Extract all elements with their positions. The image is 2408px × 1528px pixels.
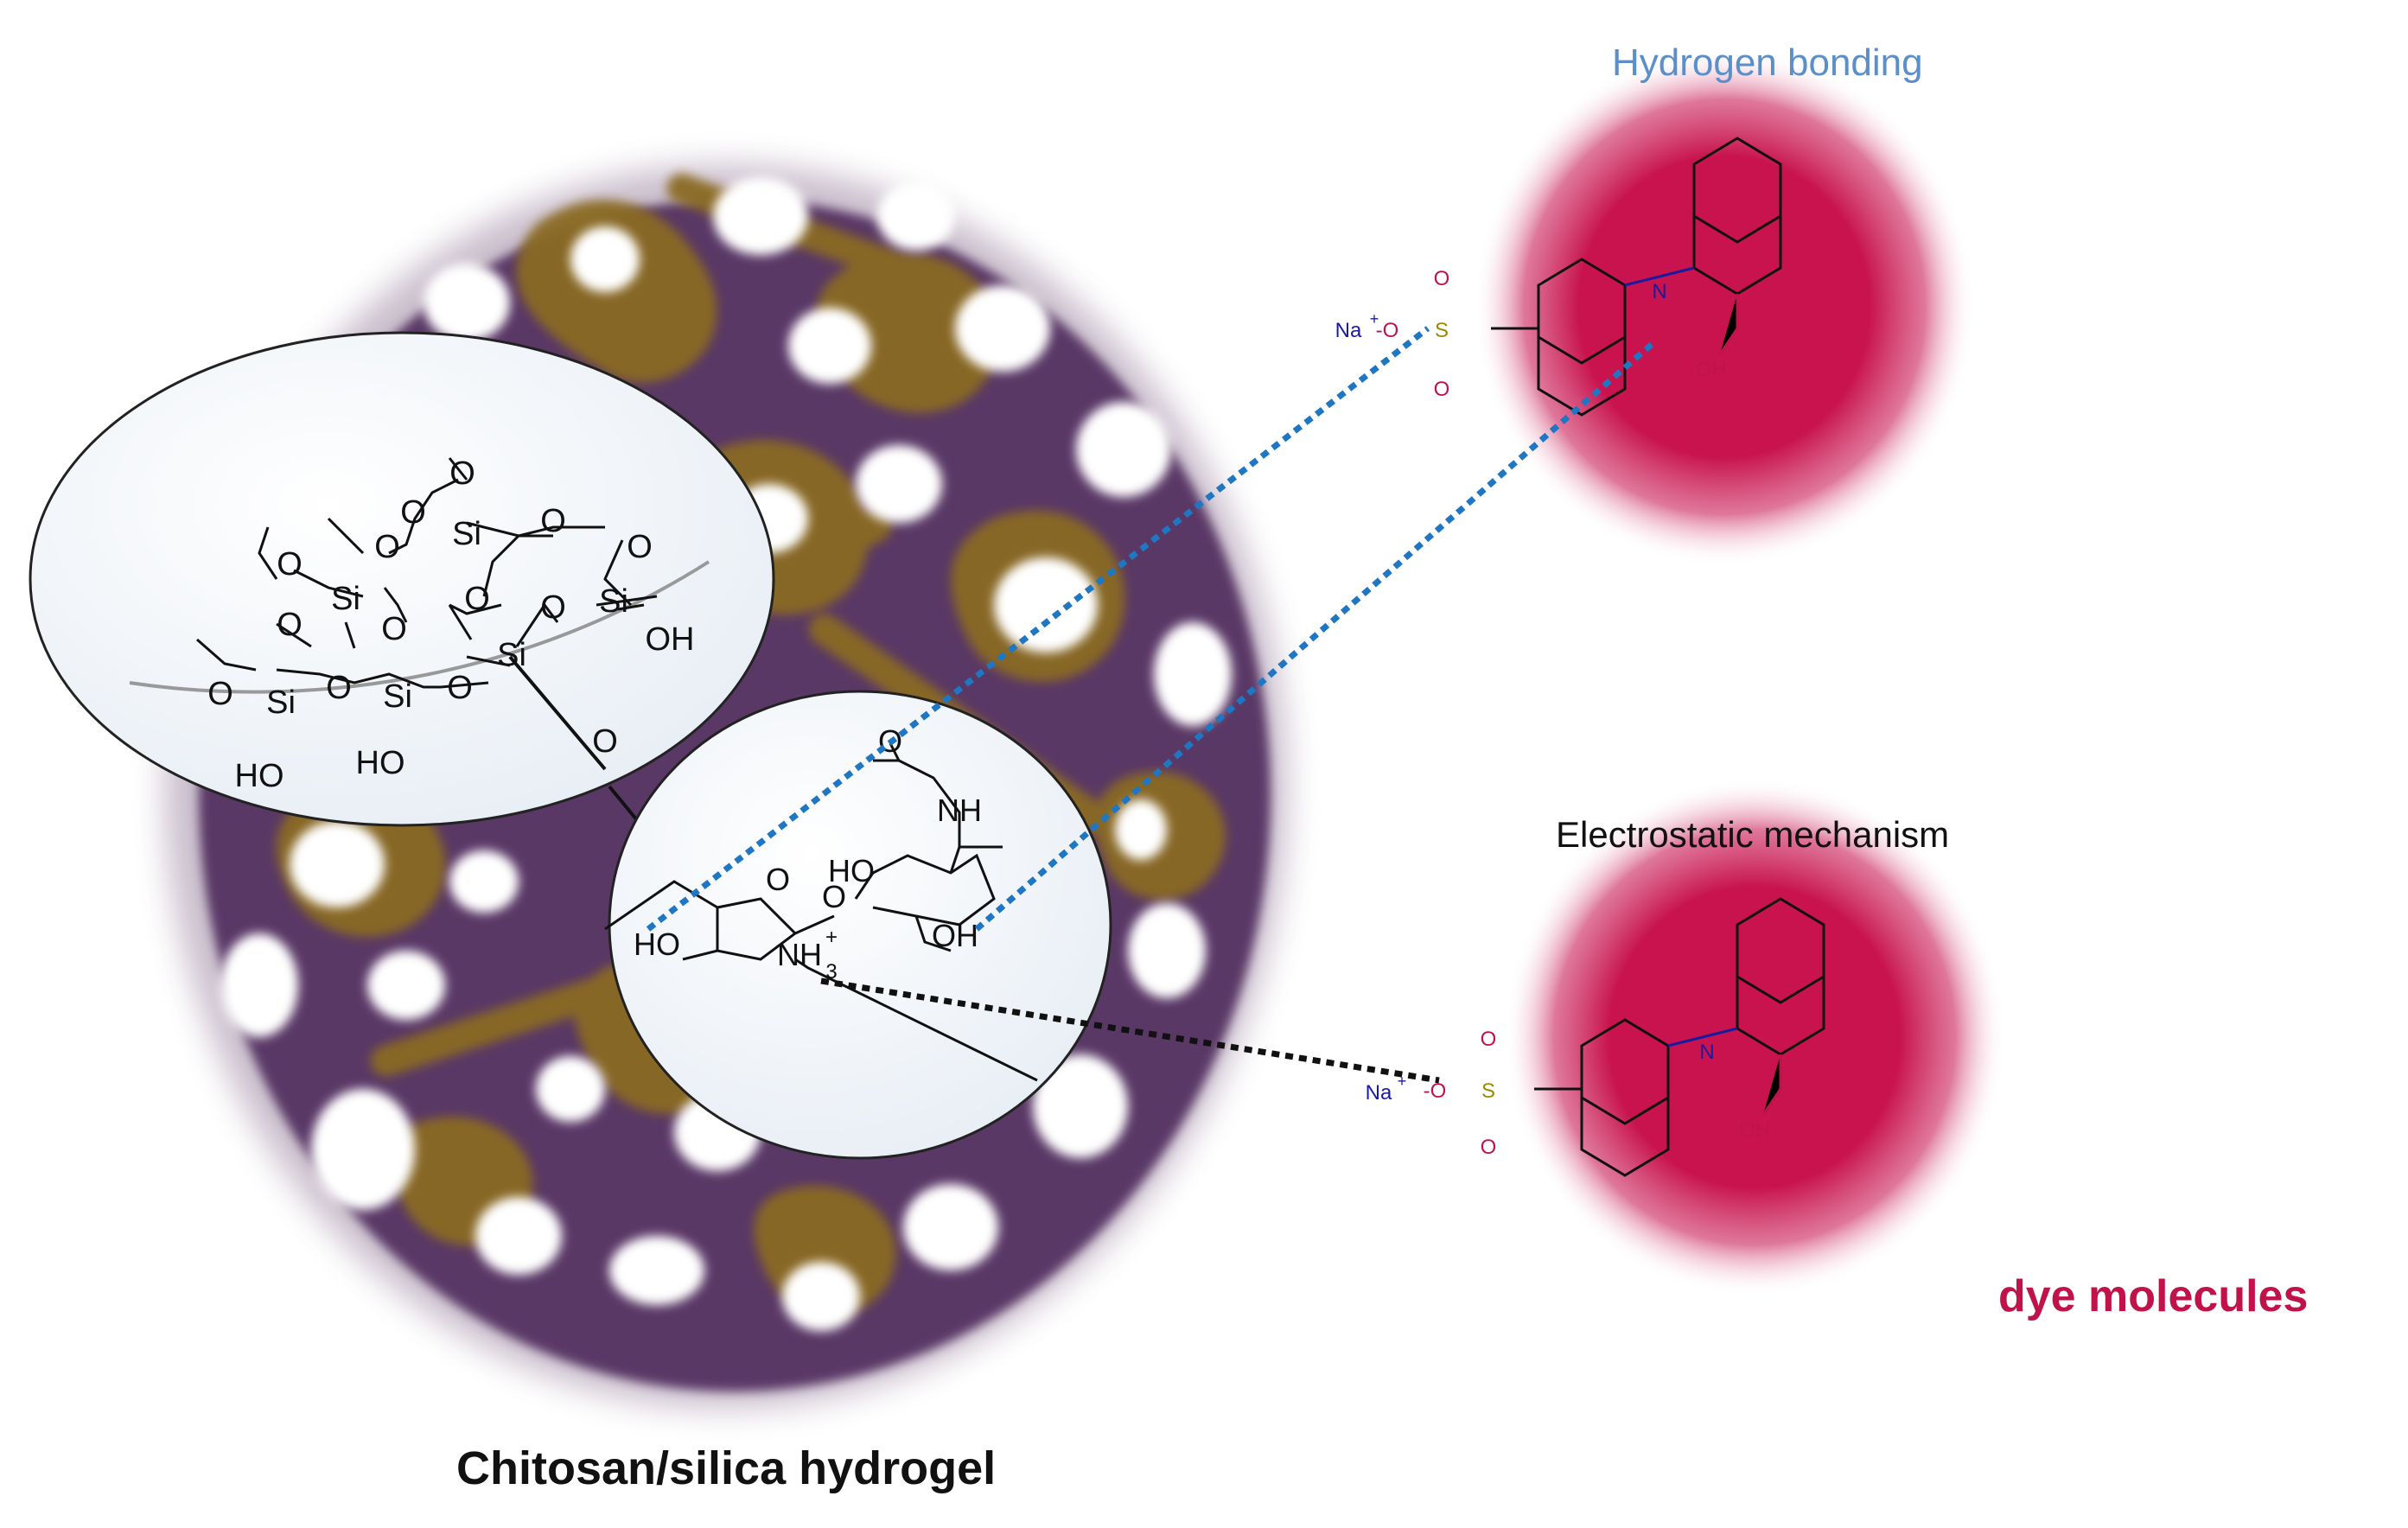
dye-hydroxyl: OH	[1696, 358, 1727, 381]
electrostatic-line	[820, 977, 1440, 1084]
silica-o: O	[277, 607, 303, 643]
silica-o: O	[381, 611, 407, 647]
silica-ho: HO	[356, 745, 405, 781]
silica-si: Si	[266, 684, 296, 721]
silica-o: O	[627, 529, 653, 565]
pores	[220, 177, 1232, 1331]
silica-oh: OH	[646, 621, 695, 658]
silica-o: O	[464, 581, 490, 617]
dye-oxo: O	[1481, 1136, 1497, 1159]
hydrogen-bond-line-1	[646, 326, 1430, 932]
dye-glow-top	[1474, 48, 1975, 566]
dye-na-charge: +	[1370, 310, 1379, 328]
silica-si: Si	[497, 637, 526, 673]
chitosan-nh: NH	[937, 793, 982, 828]
chitosan-ho: HO	[634, 926, 680, 962]
dye-sulfonate-o: -O	[1376, 319, 1399, 342]
dye-hydroxyl: OH	[1739, 1118, 1770, 1142]
hydrogen-bond-line-2	[974, 339, 1658, 932]
dye-na-charge: +	[1398, 1073, 1407, 1090]
chitosan-nh3-sub: 3	[825, 960, 837, 984]
silica-o: O	[207, 676, 233, 712]
silica-si: Si	[331, 581, 360, 617]
silica-network-inset: O Si O Si O Si O Si O O O O O Si O O O S…	[29, 331, 775, 909]
dye-oxo: O	[1481, 1028, 1497, 1051]
dye-oxo: O	[1434, 378, 1450, 401]
silica-o: O	[400, 494, 426, 531]
silica-o: O	[592, 723, 618, 760]
silica-o: O	[374, 529, 400, 565]
chitosan-nh3: NH	[777, 937, 822, 972]
chitosan-o: O	[766, 862, 790, 897]
dye-oxo: O	[1434, 267, 1450, 290]
silica-o: O	[540, 503, 566, 539]
chitosan-inset: O O O HO HO OH NH NH 3 +	[604, 690, 1112, 1160]
hydrogen-bonding-label: Hydrogen bonding	[1612, 41, 1923, 84]
dye-molecules-label: dye molecules	[1998, 1271, 2309, 1321]
dye-molecule-bottom: Na + -O S O O N OH	[1366, 897, 1825, 1177]
silica-o: O	[277, 546, 303, 583]
chitosan-oh: OH	[932, 918, 978, 953]
dye-azo-n: N	[1699, 1041, 1714, 1064]
hydrogen-bond-lines	[646, 326, 1658, 932]
dye-sulfur: S	[1435, 319, 1449, 342]
dye-na: Na	[1366, 1081, 1392, 1105]
silica-o: O	[540, 589, 566, 626]
dye-sulfonate-o: -O	[1424, 1079, 1447, 1103]
dye-molecule-top: Na + -O S O O N OH	[1335, 137, 1782, 417]
chitosan-nh3-charge: +	[825, 926, 838, 949]
silica-o: O	[326, 670, 352, 706]
chitosan-o: O	[822, 879, 846, 914]
electrostatic-line-1	[820, 977, 1440, 1084]
dye-azo-n: N	[1652, 280, 1666, 303]
chitosan-ho: HO	[828, 853, 875, 888]
silica-si: Si	[599, 583, 628, 620]
silica-o: O	[449, 455, 475, 492]
silica-si: Si	[452, 516, 481, 552]
dye-sulfur: S	[1481, 1079, 1495, 1103]
dye-glow-bottom	[1504, 778, 2005, 1296]
hydrogel-label: Chitosan/silica hydrogel	[456, 1442, 997, 1494]
silica-o: O	[447, 670, 473, 706]
dye-na: Na	[1335, 319, 1362, 342]
silica-ho: HO	[235, 758, 284, 794]
silica-si: Si	[383, 678, 412, 715]
electrostatic-mechanism-label: Electrostatic mechanism	[1556, 814, 1950, 855]
